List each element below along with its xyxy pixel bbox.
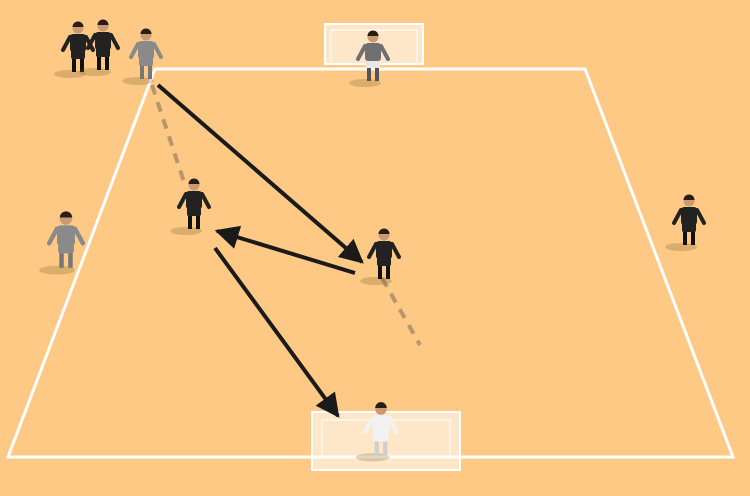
player-goalkeeper-bottom <box>355 402 399 462</box>
player-waiting-player-1 <box>54 21 95 78</box>
pass-1 <box>156 83 364 264</box>
player-right-side-player <box>665 194 706 251</box>
players-layer <box>39 19 706 462</box>
player-attacker-left <box>170 178 211 235</box>
player-waiting-player-2 <box>79 19 120 76</box>
shot <box>213 246 340 418</box>
pass-2 <box>214 225 356 275</box>
player-attacker-center <box>360 228 401 285</box>
field-boundary <box>5 67 736 459</box>
run-2 <box>380 277 422 346</box>
player-goalkeeper-top <box>349 30 390 87</box>
player-left-side-player <box>39 211 86 275</box>
player-server-player <box>122 28 163 85</box>
